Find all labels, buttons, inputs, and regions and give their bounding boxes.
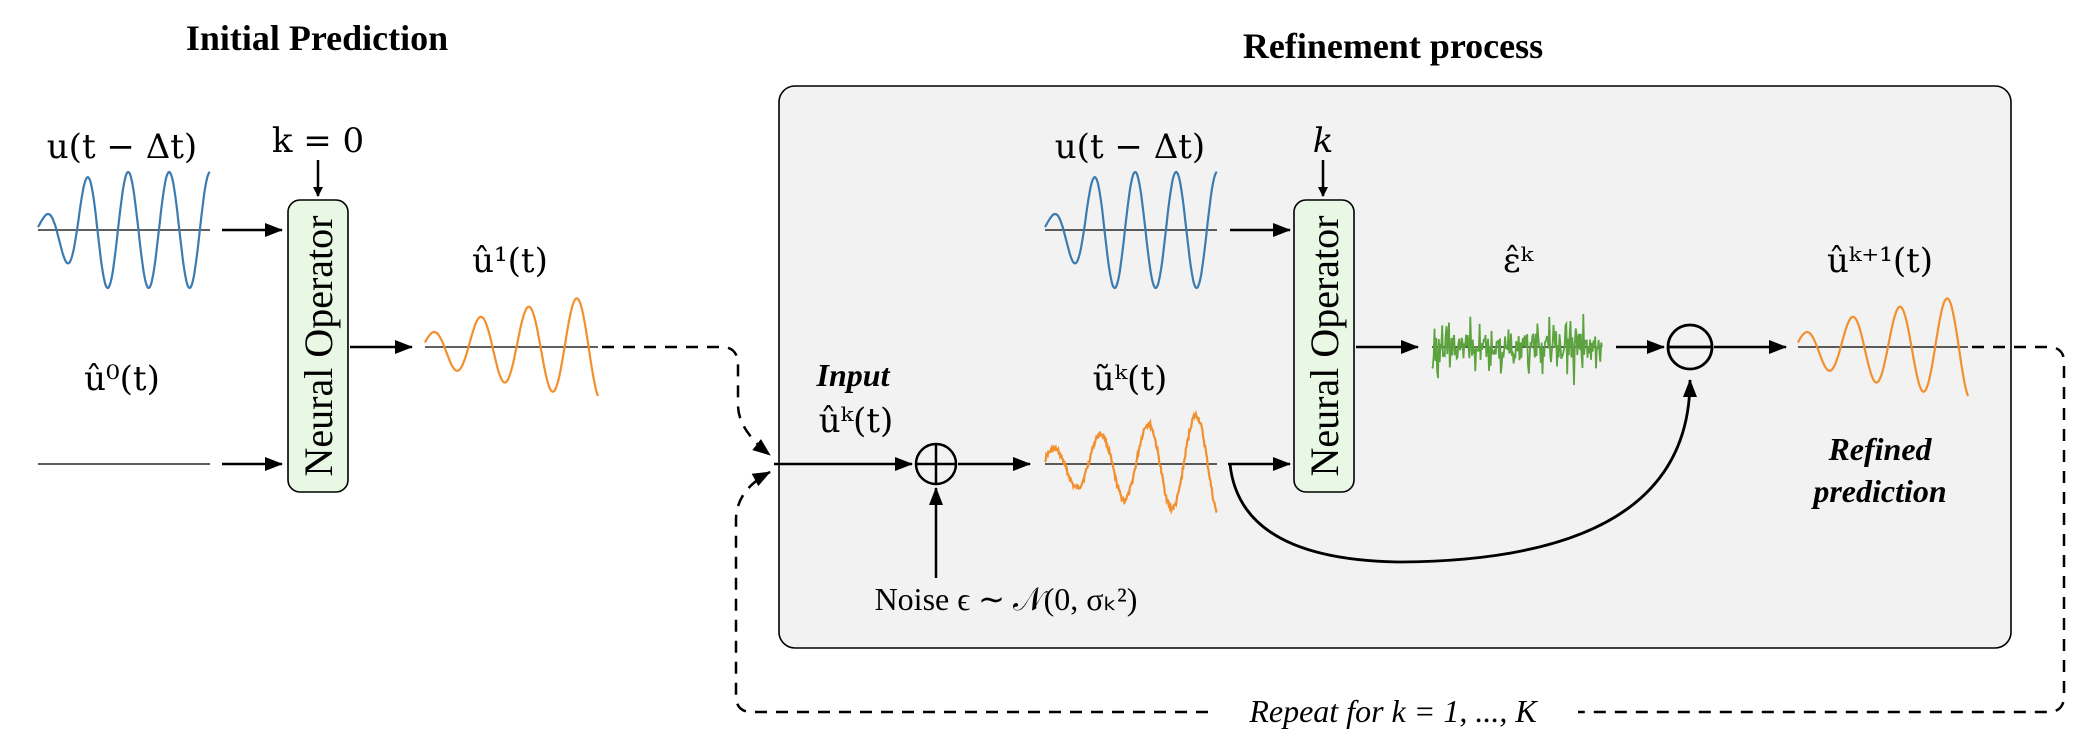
input-word: Input [816, 357, 891, 393]
noise-label: Noise ϵ ∼ 𝒩(0, σₖ²) [875, 581, 1138, 617]
left-output-waveform [423, 297, 600, 397]
right-k-label: k [1313, 121, 1334, 161]
right-output-waveform [1796, 297, 1970, 397]
refinement-panel [778, 85, 2012, 649]
left-neural-operator-label: Neural Operator [296, 216, 341, 477]
right-input-waveform [1044, 170, 1218, 290]
noisy-signal-label: ũᵏ(t) [1093, 359, 1168, 399]
skip-connection-arrow [1228, 379, 1697, 564]
right-neural-operator-block [1293, 199, 1355, 493]
left-input-waveform [37, 170, 211, 290]
left-output-label: û¹(t) [472, 241, 548, 281]
title-initial-prediction: Initial Prediction [186, 18, 448, 58]
epsilon-hat-label: ε̂ᵏ [1503, 241, 1535, 281]
left-initial-guess-label: û⁰(t) [84, 359, 160, 399]
title-refinement-process: Refinement process [1243, 26, 1543, 66]
left-k-label: k = 0 [272, 121, 364, 161]
left-neural-operator-block [287, 199, 349, 493]
input-label: ûᵏ(t) [819, 401, 894, 441]
right-input-signal-label: u(t − Δt) [1055, 127, 1205, 167]
right-neural-operator-label: Neural Operator [1302, 216, 1347, 477]
right-output-label: ûᵏ⁺¹(t) [1827, 241, 1933, 281]
dashed-loop-left [734, 470, 1208, 714]
epsilon-noise-waveform [1431, 313, 1603, 386]
left-input-signal-label: u(t − Δt) [47, 127, 197, 167]
dashed-to-refinement [602, 345, 771, 456]
loop-label: Repeat for k = 1, ..., K [1248, 693, 1538, 729]
refined-label-line1: Refined [1827, 431, 1932, 467]
refined-label-line2: prediction [1810, 473, 1946, 509]
noisy-waveform [1044, 409, 1218, 515]
